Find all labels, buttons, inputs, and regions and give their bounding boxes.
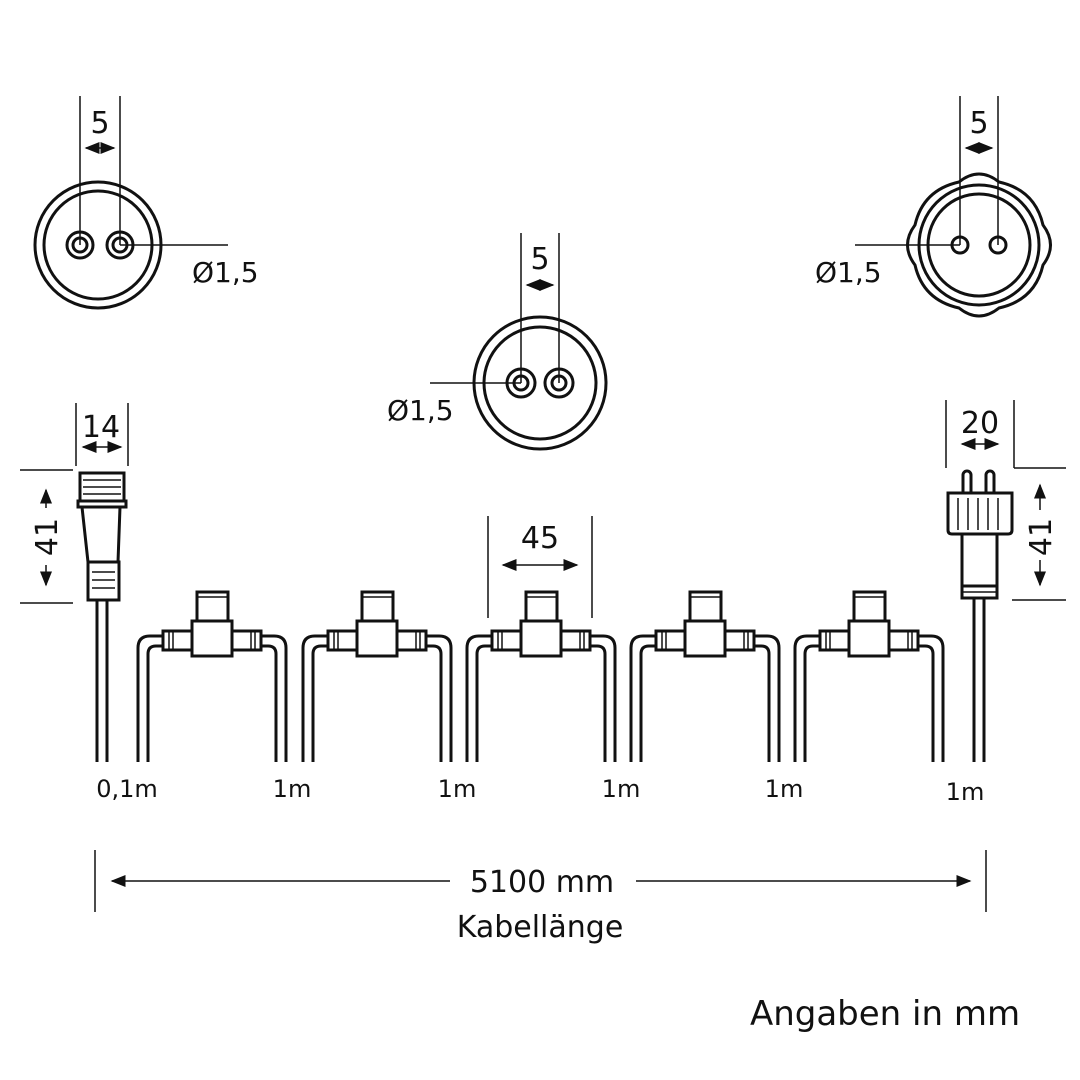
pitch-label: 5: [969, 106, 988, 141]
pitch-label: 5: [90, 106, 109, 141]
segment-length-label: 1m: [273, 775, 312, 803]
segment-length-label: 1m: [438, 775, 477, 803]
width-label: 45: [521, 521, 559, 556]
height-label: 41: [30, 518, 65, 556]
width-label: 20: [961, 406, 999, 441]
total-length-caption: Kabellänge: [457, 910, 624, 945]
segment-length-label: 1m: [765, 775, 804, 803]
hole-diameter-label: Ø1,5: [387, 394, 454, 427]
units-note: Angaben in mm: [750, 994, 1020, 1034]
pitch-label: 5: [530, 242, 549, 277]
t-connector: [629, 590, 781, 762]
total-length-value: 5100 mm: [470, 865, 614, 900]
socket-left: 5 Ø1,5: [33, 96, 259, 310]
socket-center: 5 Ø1,5: [387, 233, 608, 451]
t-connector: [793, 590, 945, 762]
cable-length-label: 0,1m: [96, 775, 158, 803]
t-connector: [301, 590, 453, 762]
t-connector-dimension: 45: [487, 516, 593, 618]
t-connector: [136, 590, 288, 762]
t-connector: [465, 590, 617, 762]
hole-diameter-label: Ø1,5: [815, 256, 882, 289]
height-label: 41: [1024, 518, 1059, 556]
hole-diameter-label: Ø1,5: [192, 256, 259, 289]
total-length-dimension: 5100 mm Kabellänge: [94, 850, 987, 945]
plug-right: 20 41 1m: [945, 400, 1066, 806]
cable-length-label: 1m: [946, 778, 985, 806]
segment-length-label: 1m: [602, 775, 641, 803]
socket-right: 5 Ø1,5: [815, 96, 1052, 318]
width-label: 14: [82, 410, 120, 445]
plug-left: 14 41 0,1m: [20, 403, 158, 803]
